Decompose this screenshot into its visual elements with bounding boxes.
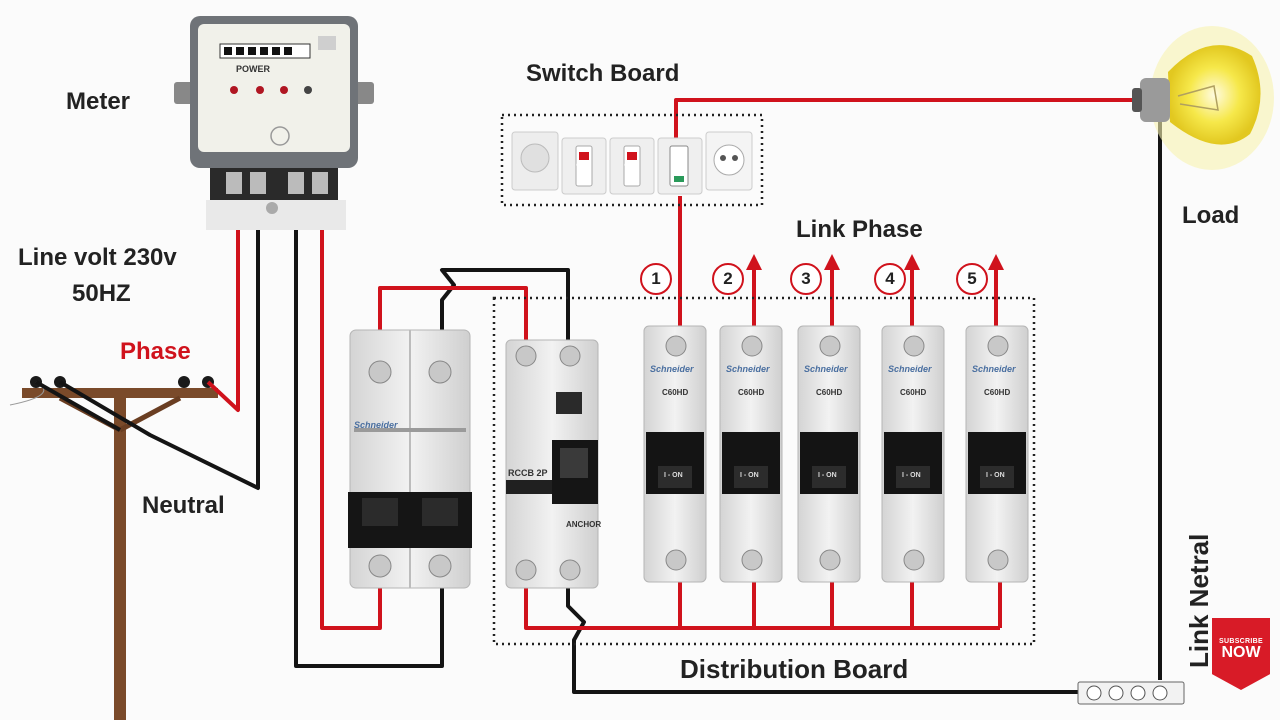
mcb-1-model: C60HD <box>662 388 689 397</box>
neutral-label: Neutral <box>142 492 225 519</box>
circuit-number-3: 3 <box>790 263 822 295</box>
energy-meter <box>174 16 374 230</box>
mcb-5-model: C60HD <box>984 388 1011 397</box>
mcb-4-model: C60HD <box>900 388 927 397</box>
mcb-3-brand: Schneider <box>804 364 848 374</box>
phase-wires <box>206 98 1138 630</box>
subscribe-now-badge[interactable]: SUBSCRIBE NOW <box>1212 618 1270 690</box>
switch-board-modules <box>511 131 753 195</box>
line-volt-label: Line volt 230v <box>18 244 177 271</box>
rccb-device <box>505 339 599 589</box>
mcb-1 <box>643 325 707 583</box>
mcb-4-brand: Schneider <box>888 364 932 374</box>
mcb-2-state: I - ON <box>740 472 759 479</box>
circuit-number-5: 5 <box>956 263 988 295</box>
switch-off-1: OFF <box>576 163 588 169</box>
link-phase-arrows <box>746 254 1004 270</box>
mcb-2-model: C60HD <box>738 388 765 397</box>
mcb-4-state: I - ON <box>902 472 921 479</box>
frequency-label: 50HZ <box>72 280 131 307</box>
switch-board-outline <box>500 113 764 207</box>
main-switch-brand: Schneider <box>354 420 398 430</box>
mcb-5-brand: Schneider <box>972 364 1016 374</box>
link-phase-label: Link Phase <box>796 216 923 243</box>
circuit-number-1: 1 <box>640 263 672 295</box>
mcb-5 <box>965 325 1029 583</box>
mcb-3-model: C60HD <box>816 388 843 397</box>
neutral-link-bar <box>1077 681 1185 705</box>
mcb-3 <box>797 325 861 583</box>
phase-label: Phase <box>120 338 191 365</box>
mcb-2-brand: Schneider <box>726 364 770 374</box>
switch-board-label: Switch Board <box>526 60 680 87</box>
mcb-row <box>643 325 1029 583</box>
rccb-label: RCCB 2P <box>508 468 548 478</box>
meter-brand: POWER <box>236 64 271 74</box>
neutral-wires <box>35 120 1162 694</box>
mcb-3-state: I - ON <box>818 472 837 479</box>
switch-off-2: OFF <box>624 163 636 169</box>
rccb-brand: ANCHOR <box>566 520 602 529</box>
now-text: NOW <box>1221 644 1261 661</box>
mcb-2 <box>719 325 783 583</box>
link-neutral-label: Link Netral <box>1184 533 1214 668</box>
load-label: Load <box>1182 202 1240 229</box>
circuit-number-2: 2 <box>712 263 744 295</box>
mcb-4 <box>881 325 945 583</box>
meter-label: Meter <box>66 88 131 115</box>
main-switch-2p <box>348 329 472 589</box>
subscribe-text: SUBSCRIBE <box>1219 638 1263 645</box>
bulb-icon <box>1132 26 1274 170</box>
mcb-5-state: I - ON <box>986 472 1005 479</box>
circuit-number-4: 4 <box>874 263 906 295</box>
distribution-board-label: Distribution Board <box>680 654 909 684</box>
mcb-1-state: I - ON <box>664 472 683 479</box>
mcb-1-brand: Schneider <box>650 364 694 374</box>
distribution-board-outline <box>492 296 1036 646</box>
